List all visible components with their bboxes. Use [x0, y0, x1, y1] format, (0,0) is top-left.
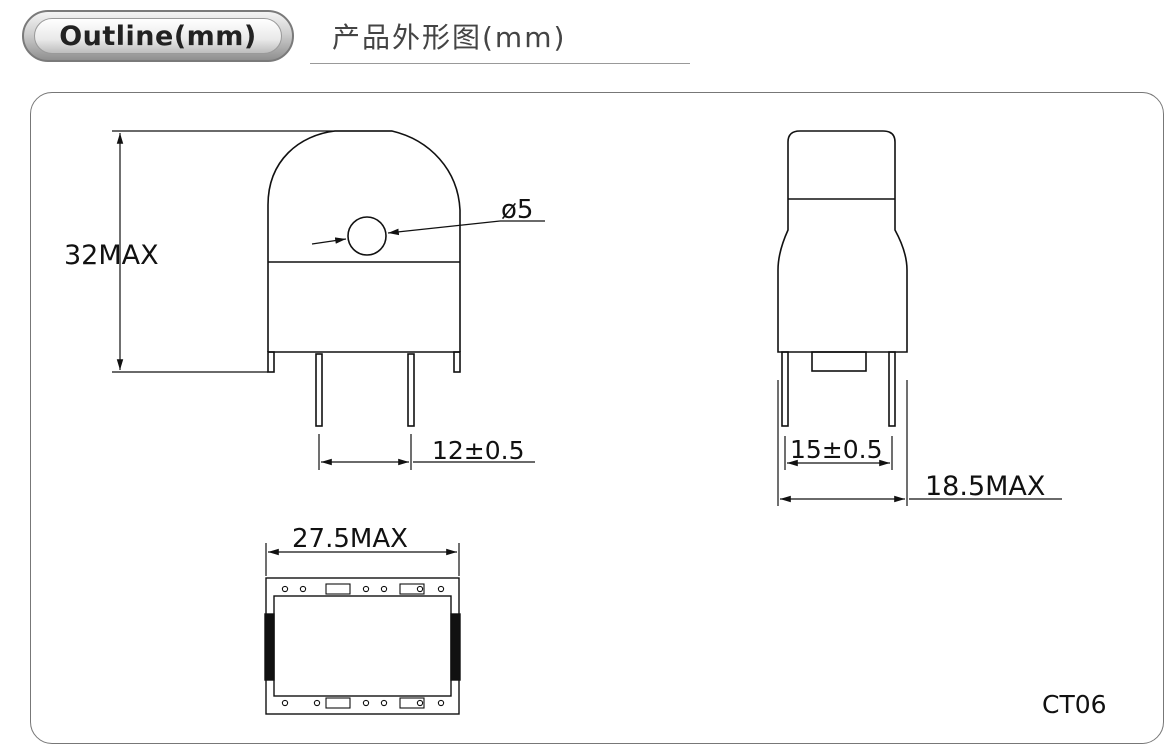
pin-pitch-side-label: 15±0.5 — [790, 435, 883, 464]
height-label: 32MAX — [64, 240, 159, 271]
side-body-shoulder — [777, 199, 908, 353]
side-view — [777, 130, 908, 427]
bottom-inner-rect — [273, 595, 452, 697]
front-pin-left — [315, 353, 323, 427]
pin-pitch-front-label: 12±0.5 — [432, 436, 525, 465]
front-leg-right — [453, 351, 461, 373]
height-dimension — [112, 130, 392, 373]
pin-pitch-front-dimension — [318, 434, 535, 470]
hole-circle — [347, 216, 387, 256]
side-pin-left — [781, 351, 789, 427]
bottom-coil-left — [264, 613, 275, 681]
drawing-frame — [30, 92, 1164, 744]
width-bottom-label: 27.5MAX — [292, 524, 408, 554]
side-body-top — [787, 130, 896, 199]
depth-label: 18.5MAX — [925, 471, 1045, 502]
side-bottom-tab — [811, 351, 867, 372]
width-bottom-dimension — [265, 543, 460, 576]
bottom-coil-right — [450, 613, 461, 681]
model-code: CT06 — [1042, 690, 1107, 719]
outline-badge: Outline(mm) — [22, 10, 294, 62]
bottom-top-features — [281, 583, 445, 595]
front-pin-right — [407, 353, 415, 427]
hole-label: ø5 — [501, 195, 533, 225]
front-leg-left — [267, 351, 275, 373]
title-underline — [310, 63, 690, 64]
front-view — [267, 130, 461, 427]
side-pin-right — [888, 351, 896, 427]
header: Outline(mm) 产品外形图(mm) — [0, 0, 1172, 80]
hole-dimension — [311, 220, 545, 245]
bottom-outer-rect — [265, 577, 460, 715]
depth-dimension — [777, 380, 1062, 506]
front-body-outline — [267, 130, 461, 352]
pin-pitch-side-dimension — [784, 436, 893, 470]
page-title: 产品外形图(mm) — [332, 21, 567, 54]
bottom-bottom-features — [281, 697, 445, 709]
outline-badge-label: Outline(mm) — [34, 18, 282, 54]
bottom-view — [264, 577, 461, 715]
